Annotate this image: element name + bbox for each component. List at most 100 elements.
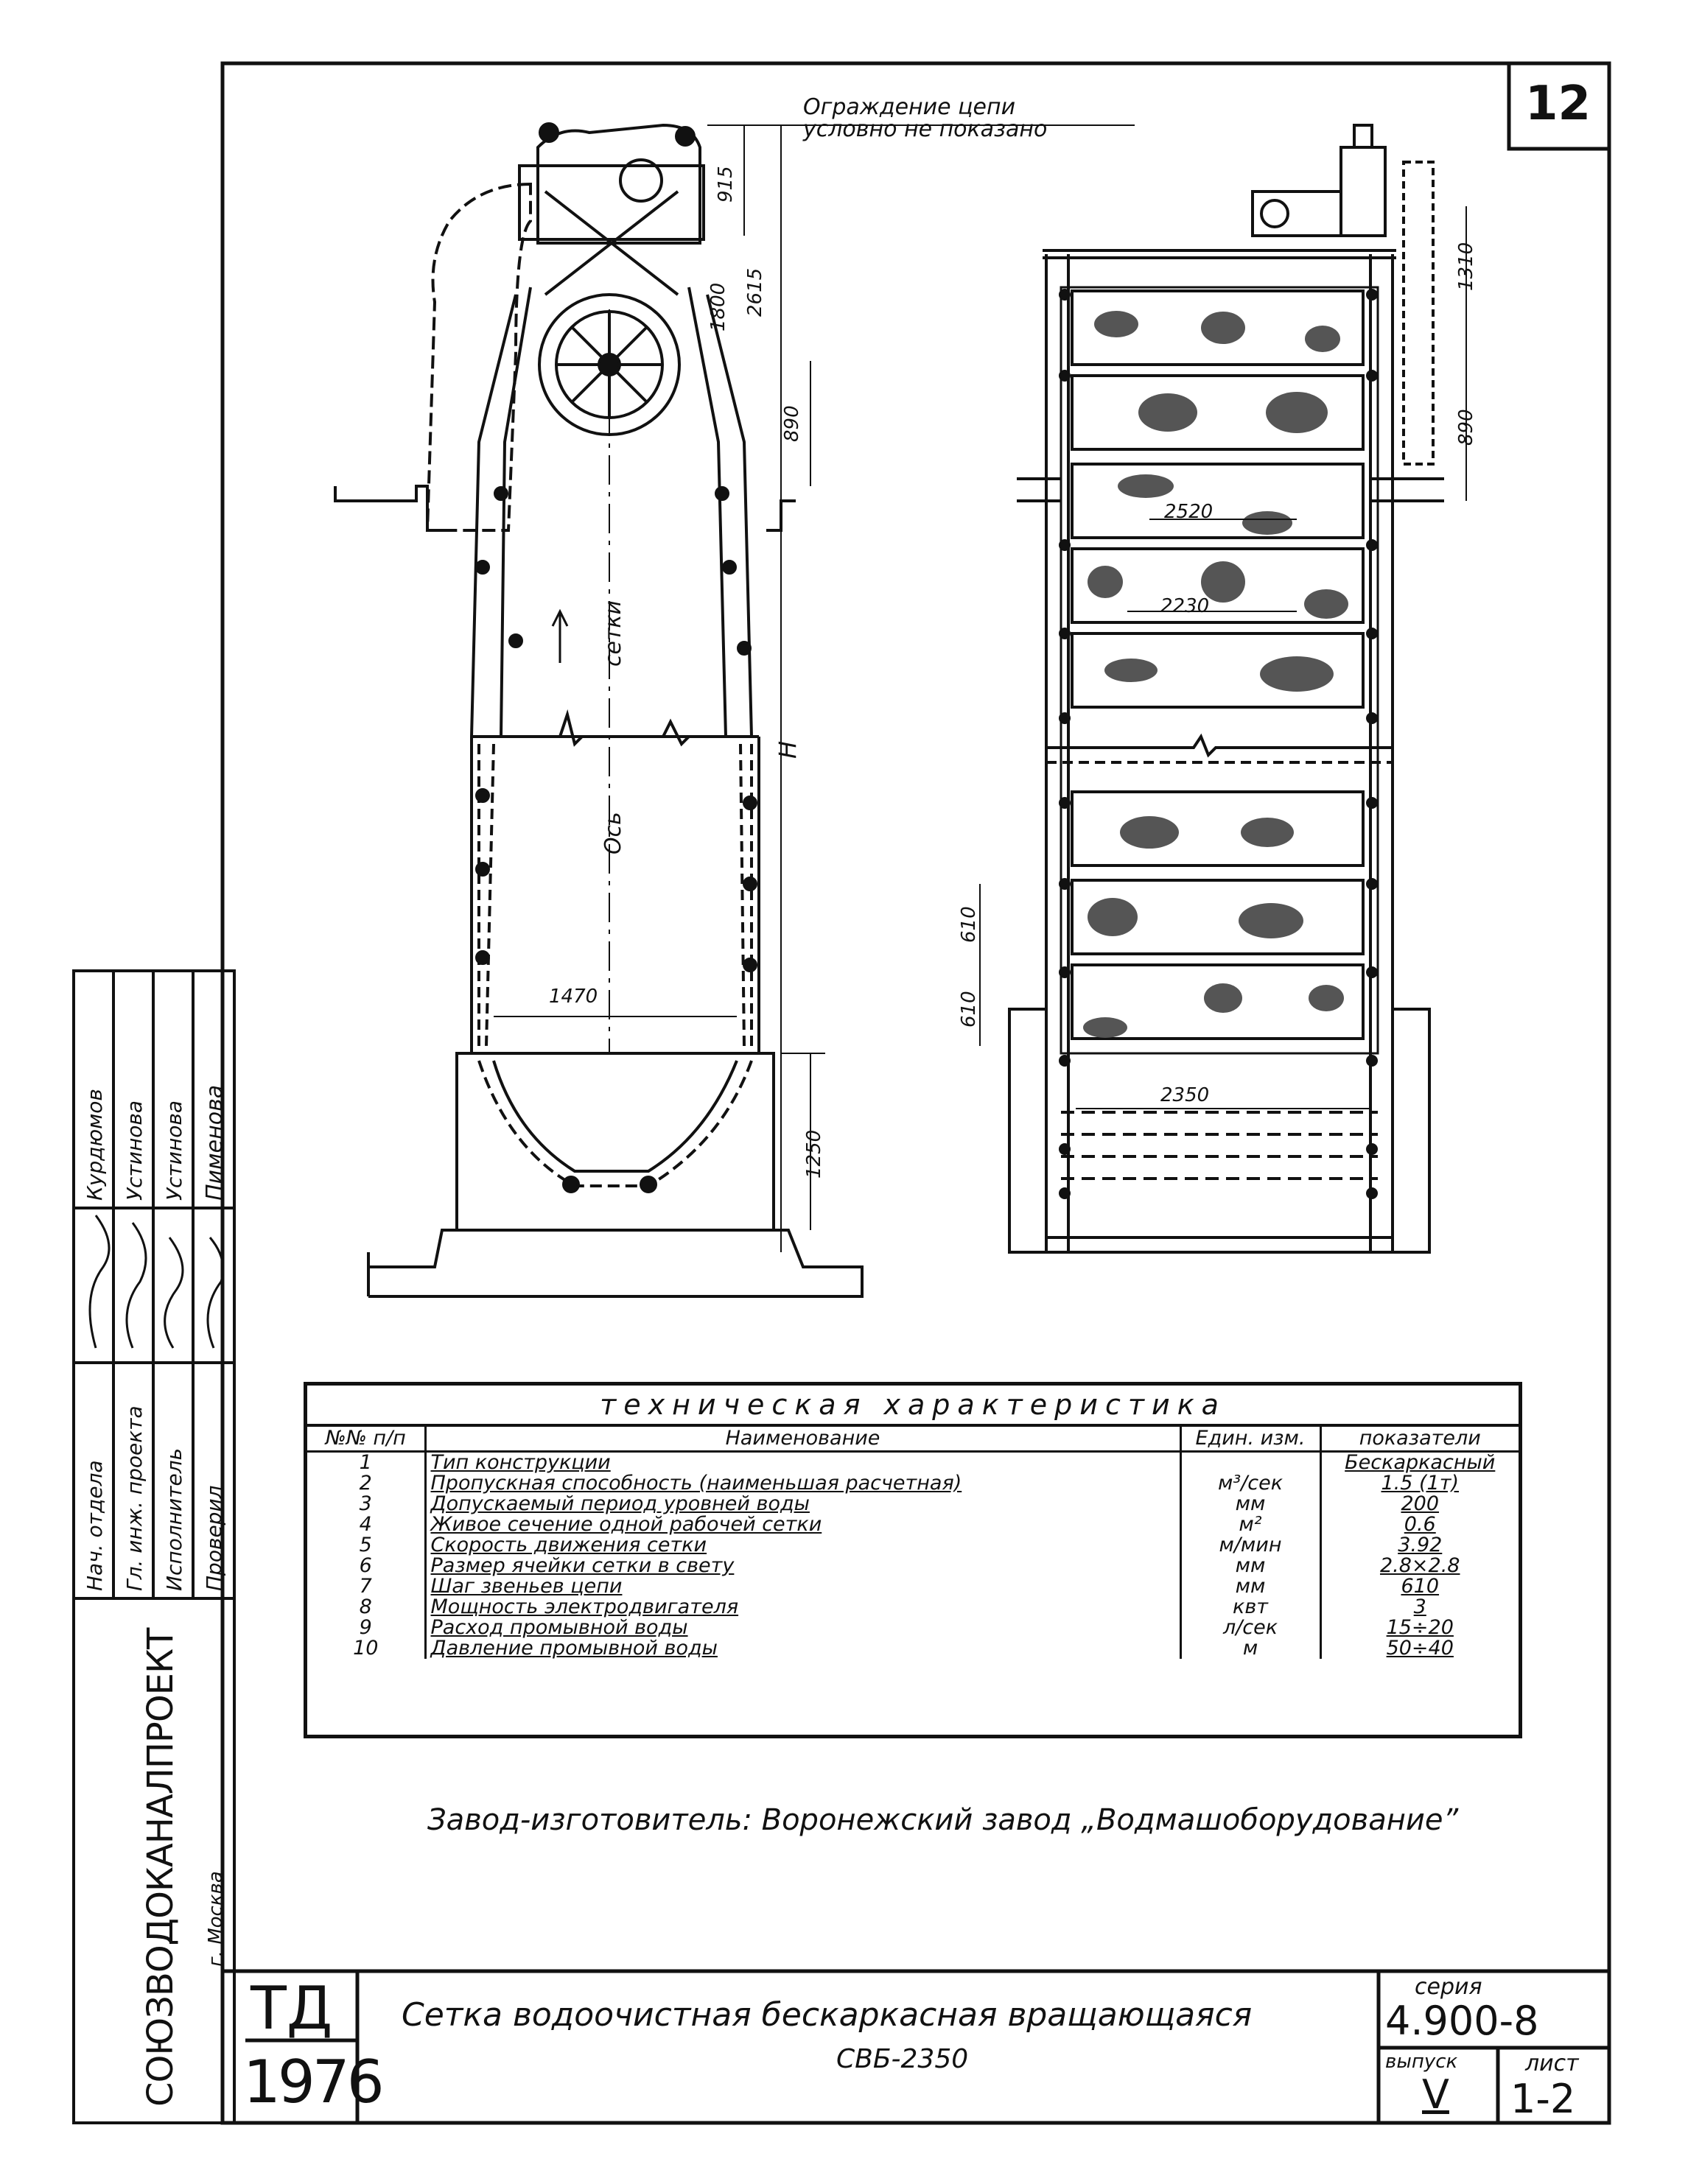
row-unit: л/сек: [1180, 1618, 1322, 1638]
dim-1800: 1800: [707, 282, 729, 331]
row-unit: мм: [1180, 1494, 1322, 1514]
name-chief-engineer: Устинова: [122, 1100, 147, 1201]
row-num: 5: [307, 1535, 427, 1556]
row-name: Пропускная способность (наименьшая расче…: [425, 1473, 1182, 1494]
role-checker: Проверил: [202, 1485, 226, 1591]
bottom-title-block: [223, 1969, 1609, 2123]
role-dept-head: Нач. отдела: [83, 1460, 107, 1591]
row-unit: м: [1180, 1638, 1322, 1659]
dim-1310: 1310: [1455, 242, 1477, 291]
left-title-strip: [72, 969, 236, 2124]
row-name: Тип конструкции: [425, 1451, 1182, 1473]
dim-915: 915: [715, 166, 737, 203]
dim-2230: 2230: [1160, 595, 1210, 617]
dim-890-front: 890: [1455, 409, 1477, 446]
chain-guard-note-line1: Ограждение цепи: [803, 94, 1016, 120]
row-value: 3.92: [1398, 1535, 1443, 1556]
sheet-border: [220, 61, 1611, 2125]
organization-name: СОЮЗВОДОКАНАЛПРОЕКТ: [140, 1628, 181, 2107]
dim-2350: 2350: [1160, 1084, 1210, 1106]
row-value: 610: [1401, 1576, 1440, 1597]
row-unit: [1180, 1451, 1322, 1473]
row-name: Скорость движения сетки: [425, 1535, 1182, 1556]
row-value: 3: [1413, 1597, 1426, 1618]
side-view-drawing: [334, 122, 1135, 1298]
title-year: 1976: [243, 2048, 385, 2116]
dim-610-lower: 610: [958, 991, 980, 1028]
manufacturer-note: Завод-изготовитель: Воронежский завод „В…: [427, 1803, 1459, 1837]
role-chief-engineer: Гл. инж. проекта: [122, 1405, 147, 1591]
series-value: 4.900-8: [1385, 1998, 1539, 2044]
row-name: Расход промывной воды: [425, 1618, 1182, 1638]
series-label: серия: [1415, 1974, 1482, 2000]
mesh-label: сетки: [600, 600, 626, 667]
spec-table: техническая характеристика №№ п/п Наимен…: [304, 1382, 1522, 1738]
row-value: 2.8×2.8: [1379, 1556, 1460, 1576]
city-label: г. Москва: [205, 1871, 227, 1967]
row-unit: м/мин: [1180, 1535, 1322, 1556]
title-code: ТД: [251, 1974, 333, 2043]
row-value: 200: [1401, 1494, 1440, 1514]
sheet-label: лист: [1525, 2051, 1579, 2076]
dim-1250: 1250: [803, 1129, 825, 1179]
header-unit: Един. изм.: [1180, 1427, 1322, 1453]
spec-table-grid: №№ п/п Наименование Един. изм. показател…: [307, 1427, 1519, 1659]
drawing-title-line1: Сетка водоочистная бескаркасная вращающа…: [402, 1996, 1253, 2034]
name-checker: Пименова: [202, 1084, 228, 1201]
row-name: Живое сечение одной рабочей сетки: [425, 1514, 1182, 1535]
row-num: 10: [307, 1638, 427, 1659]
row-num: 2: [307, 1473, 427, 1494]
row-value: 15÷20: [1386, 1618, 1454, 1638]
role-executor: Исполнитель: [162, 1447, 186, 1591]
spec-table-title: техническая характеристика: [307, 1386, 1519, 1427]
axis-label: Ось: [600, 812, 626, 854]
row-unit: мм: [1180, 1576, 1322, 1597]
row-unit: квт: [1180, 1597, 1322, 1618]
row-num: 6: [307, 1556, 427, 1576]
drawing-title-line2: СВБ-2350: [836, 2044, 969, 2074]
issue-value: V: [1422, 2071, 1449, 2118]
dim-890-side: 890: [781, 405, 803, 442]
row-unit: м³/сек: [1180, 1473, 1322, 1494]
row-num: 7: [307, 1576, 427, 1597]
dim-1470: 1470: [549, 986, 598, 1008]
row-name: Допускаемый период уровней воды: [425, 1494, 1182, 1514]
row-unit: м²: [1180, 1514, 1322, 1535]
sheet-number: 12: [1525, 77, 1591, 131]
dim-2520: 2520: [1164, 501, 1214, 523]
row-num: 9: [307, 1618, 427, 1638]
row-name: Давление промывной воды: [425, 1638, 1182, 1659]
row-value: 50÷40: [1386, 1638, 1454, 1659]
header-num: №№ п/п: [307, 1427, 427, 1453]
row-unit: мм: [1180, 1556, 1322, 1576]
sheet-value: 1-2: [1510, 2076, 1576, 2122]
row-num: 4: [307, 1514, 427, 1535]
row-num: 8: [307, 1597, 427, 1618]
row-name: Шаг звеньев цепи: [425, 1576, 1182, 1597]
sheet-number-box: [1507, 61, 1611, 151]
header-name: Наименование: [425, 1427, 1182, 1453]
issue-label: выпуск: [1385, 2051, 1458, 2073]
row-value: Бескаркасный: [1345, 1451, 1496, 1473]
row-num: 1: [307, 1451, 427, 1473]
dim-2615: 2615: [744, 267, 766, 317]
row-value: 0.6: [1404, 1514, 1436, 1535]
row-num: 3: [307, 1494, 427, 1514]
name-dept-head: Курдюмов: [83, 1089, 107, 1201]
front-view-drawing: [979, 124, 1467, 1254]
row-name: Мощность электродвигателя: [425, 1597, 1182, 1618]
chain-guard-note-line2: условно не показано: [803, 116, 1048, 142]
header-value: показатели: [1320, 1427, 1519, 1453]
height-label: H: [774, 740, 802, 759]
